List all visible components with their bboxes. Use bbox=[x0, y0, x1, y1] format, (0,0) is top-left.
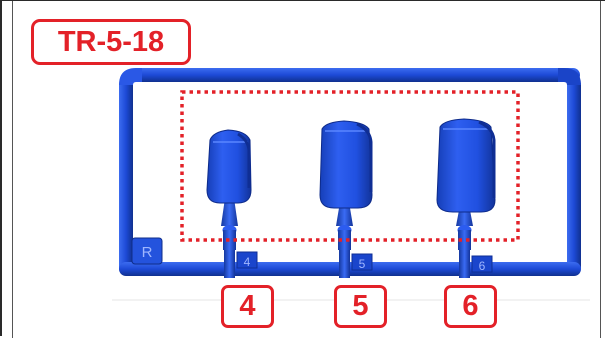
part-number-6-label: 6 bbox=[444, 285, 497, 328]
sprue-part-6: 6 bbox=[436, 118, 496, 278]
sprue-part-4: 4 bbox=[206, 129, 258, 278]
left-divider bbox=[12, 1, 13, 338]
sprue-part-5: 5 bbox=[319, 120, 373, 278]
svg-text:4: 4 bbox=[244, 255, 251, 269]
highlight-box bbox=[180, 90, 520, 242]
part-number-5-label: 5 bbox=[334, 285, 387, 328]
r-marker-tab: R bbox=[131, 237, 163, 265]
part-code-badge: TR-5-18 bbox=[31, 19, 191, 65]
part-number-4-label: 4 bbox=[221, 285, 274, 328]
svg-text:6: 6 bbox=[479, 259, 486, 273]
right-divider bbox=[600, 1, 601, 338]
svg-text:5: 5 bbox=[359, 257, 366, 271]
svg-text:R: R bbox=[142, 244, 153, 261]
